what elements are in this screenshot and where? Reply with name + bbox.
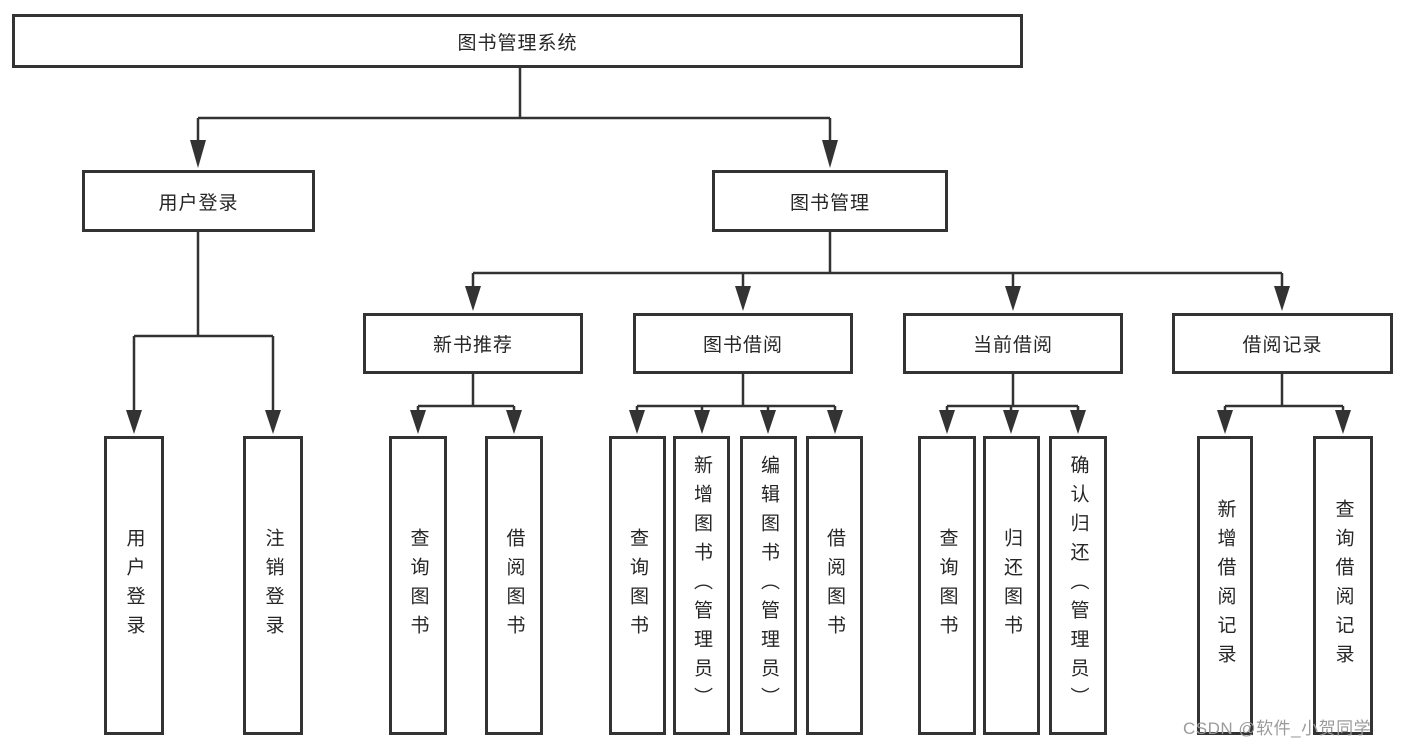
leaf-label: 借阅图书 — [824, 527, 845, 644]
node-current-borrowing: 当前借阅 — [903, 313, 1123, 374]
leaf-records-add-record: 新增借阅记录 — [1197, 436, 1253, 735]
leaf-label: 查询图书 — [407, 527, 429, 644]
leaf-user-login: 用户登录 — [104, 436, 164, 735]
leaf-borrowing-borrow-books: 借阅图书 — [806, 436, 863, 735]
leaf-label: 新增借阅记录 — [1214, 498, 1236, 673]
leaf-current-return-books: 归还图书 — [983, 436, 1040, 735]
leaf-label: 归还图书 — [1001, 527, 1022, 644]
leaf-label: 查询图书 — [936, 527, 958, 644]
connector-borrowing-records-children — [1217, 374, 1351, 434]
connector-user-login-children — [126, 232, 281, 434]
node-borrowing-records: 借阅记录 — [1172, 313, 1393, 374]
connector-new-book-recommend-children — [410, 374, 522, 434]
leaf-recommend-query-books: 查询图书 — [389, 436, 447, 735]
leaf-label: 查询图书 — [627, 527, 648, 644]
node-new-book-recommend: 新书推荐 — [363, 313, 583, 374]
leaf-current-confirm-return: 确认归还（管理员） — [1049, 436, 1107, 735]
leaf-borrowing-edit-books: 编辑图书（管理员） — [740, 436, 797, 735]
leaf-borrowing-add-books: 新增图书（管理员） — [673, 436, 730, 735]
leaf-records-query-record: 查询借阅记录 — [1313, 436, 1373, 735]
leaf-borrowing-query-books: 查询图书 — [609, 436, 666, 735]
connector-root-to-level2 — [190, 67, 838, 168]
node-root: 图书管理系统 — [12, 14, 1023, 68]
leaf-label: 新增图书（管理员） — [691, 455, 712, 716]
connector-current-borrowing-children — [939, 374, 1086, 434]
csdn-watermark: CSDN @软件_小贺同学 — [1183, 719, 1372, 738]
node-user-login: 用户登录 — [82, 170, 315, 232]
node-book-management: 图书管理 — [712, 170, 948, 232]
leaf-current-query-books: 查询图书 — [918, 436, 976, 735]
connector-book-management-children — [465, 232, 1290, 311]
leaf-recommend-borrow-books: 借阅图书 — [485, 436, 543, 735]
leaf-label: 用户登录 — [123, 527, 145, 644]
leaf-label: 确认归还（管理员） — [1067, 455, 1089, 716]
leaf-label: 编辑图书（管理员） — [758, 455, 779, 716]
leaf-label: 注销登录 — [262, 527, 284, 644]
leaf-logout: 注销登录 — [243, 436, 303, 735]
connector-book-borrowing-children — [629, 374, 843, 434]
leaf-label: 借阅图书 — [503, 527, 525, 644]
node-book-borrowing: 图书借阅 — [633, 313, 853, 374]
leaf-label: 查询借阅记录 — [1332, 498, 1354, 673]
